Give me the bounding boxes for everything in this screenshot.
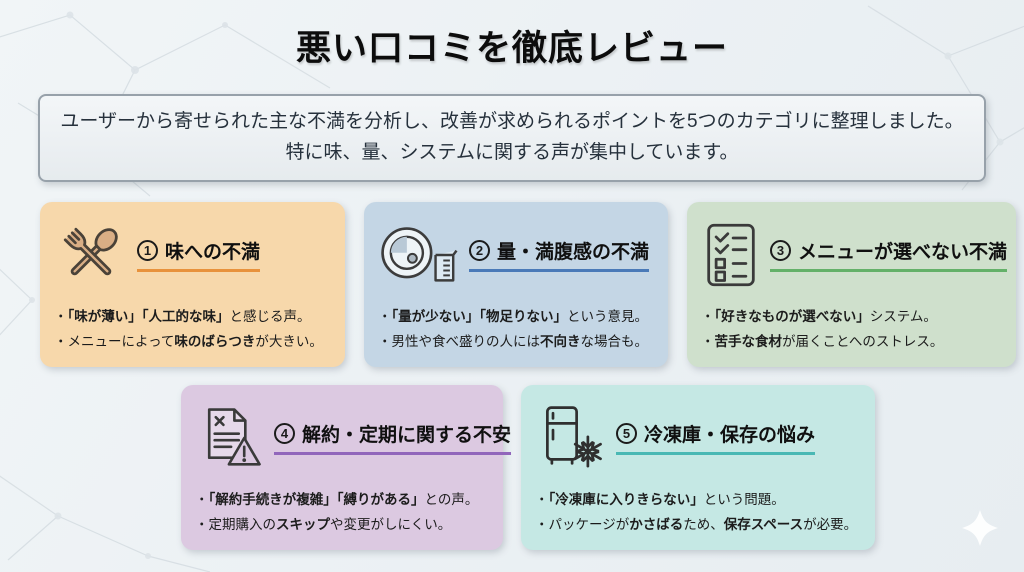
card-taste-complaints: 1 味への不満 ・「味が薄い」「人工的な味」と感じる声。 ・メニューによって味の… bbox=[40, 201, 345, 367]
freezer-snowflake-icon bbox=[535, 404, 607, 472]
card-quantity-complaints: 2 量・満腹感の不満 ・「量が少ない」「物足りない」という意見。 ・男性や食べ盛… bbox=[364, 201, 668, 367]
card-menu-selection-complaints: 3 メニューが選べない不満 ・「好きなものが選べない」システム。 ・苦手な食材が… bbox=[687, 201, 1016, 367]
card-title-text: メニューが選べない不満 bbox=[798, 242, 1008, 264]
card-title-text: 味への不満 bbox=[165, 242, 261, 264]
card-title-cancellation: 4 解約・定期に関する不安 bbox=[274, 420, 512, 456]
bullet-item: ・「好きなものが選べない」システム。 bbox=[701, 308, 937, 324]
intro-line-1: ユーザーから寄せられた主な不満を分析し、改善が求められるポイントを5つのカテゴリ… bbox=[60, 111, 964, 132]
cards-row-1: 1 味への不満 ・「味が薄い」「人工的な味」と感じる声。 ・メニューによって味の… bbox=[40, 201, 1024, 367]
number-badge: 5 bbox=[616, 423, 637, 445]
card-freezer-storage: 5 冷凍庫・保存の悩み ・「冷凍庫に入りきらない」という問題。 ・パッケージがか… bbox=[521, 384, 875, 550]
intro-summary-box: ユーザーから寄せられた主な不満を分析し、改善が求められるポイントを5つのカテゴリ… bbox=[38, 94, 986, 182]
bullet-item: ・「冷凍庫に入りきらない」という問題。 bbox=[535, 491, 785, 507]
number-badge: 2 bbox=[469, 240, 490, 262]
card-title-text: 解約・定期に関する不安 bbox=[302, 425, 512, 447]
card-bullets: ・「解約手続きが複雑」「縛りがある」との声。 ・定期購入のスキップや変更がしにく… bbox=[195, 488, 491, 538]
number-badge: 1 bbox=[137, 240, 158, 262]
bullet-item: ・苦手な食材が届くことへのストレス。 bbox=[701, 333, 944, 349]
fork-spoon-icon bbox=[54, 218, 128, 292]
number-badge: 4 bbox=[274, 423, 295, 445]
page-title: 悪い口コミを徹底レビュー bbox=[295, 29, 728, 68]
card-title-menu: 3 メニューが選べない不満 bbox=[770, 237, 1008, 273]
bullet-item: ・男性や食べ盛りの人には不向きな場合も。 bbox=[378, 333, 648, 349]
intro-line-2: 特に味、量、システムに関する声が集中しています。 bbox=[285, 141, 739, 163]
card-title-freezer: 5 冷凍庫・保存の悩み bbox=[616, 420, 816, 456]
checklist-icon bbox=[701, 221, 761, 289]
bullet-item: ・定期購入のスキップや変更がしにくい。 bbox=[195, 516, 452, 532]
cancel-document-warning-icon bbox=[195, 404, 265, 472]
bullet-item: ・「解約手続きが複雑」「縛りがある」との声。 bbox=[195, 491, 479, 507]
bullet-item: ・「味が薄い」「人工的な味」と感じる声。 bbox=[54, 308, 311, 324]
card-title-text: 量・満腹感の不満 bbox=[497, 242, 650, 264]
card-bullets: ・「好きなものが選べない」システム。 ・苦手な食材が届くことへのストレス。 bbox=[701, 305, 1004, 355]
card-bullets: ・「冷凍庫に入りきらない」という問題。 ・パッケージがかさばるため、保存スペース… bbox=[535, 488, 863, 538]
card-title-taste: 1 味への不満 bbox=[137, 237, 261, 273]
card-cancellation-anxiety: 4 解約・定期に関する不安 ・「解約手続きが複雑」「縛りがある」との声。 ・定期… bbox=[181, 384, 512, 550]
bullet-item: ・メニューによって味のばらつきが大きい。 bbox=[54, 333, 323, 349]
card-bullets: ・「味が薄い」「人工的な味」と感じる声。 ・メニューによって味のばらつきが大きい… bbox=[54, 305, 333, 355]
bullet-item: ・パッケージがかさばるため、保存スペースが必要。 bbox=[535, 516, 858, 532]
card-title-text: 冷凍庫・保存の悩み bbox=[644, 425, 816, 447]
plate-portion-icon bbox=[378, 223, 460, 287]
card-bullets: ・「量が少ない」「物足りない」という意見。 ・男性や食べ盛りの人には不向きな場合… bbox=[378, 305, 656, 355]
cards-row-2: 4 解約・定期に関する不安 ・「解約手続きが複雑」「縛りがある」との声。 ・定期… bbox=[181, 384, 1024, 550]
card-title-quantity: 2 量・満腹感の不満 bbox=[469, 237, 650, 273]
bullet-item: ・「量が少ない」「物足りない」という意見。 bbox=[378, 308, 648, 324]
number-badge: 3 bbox=[770, 240, 791, 262]
